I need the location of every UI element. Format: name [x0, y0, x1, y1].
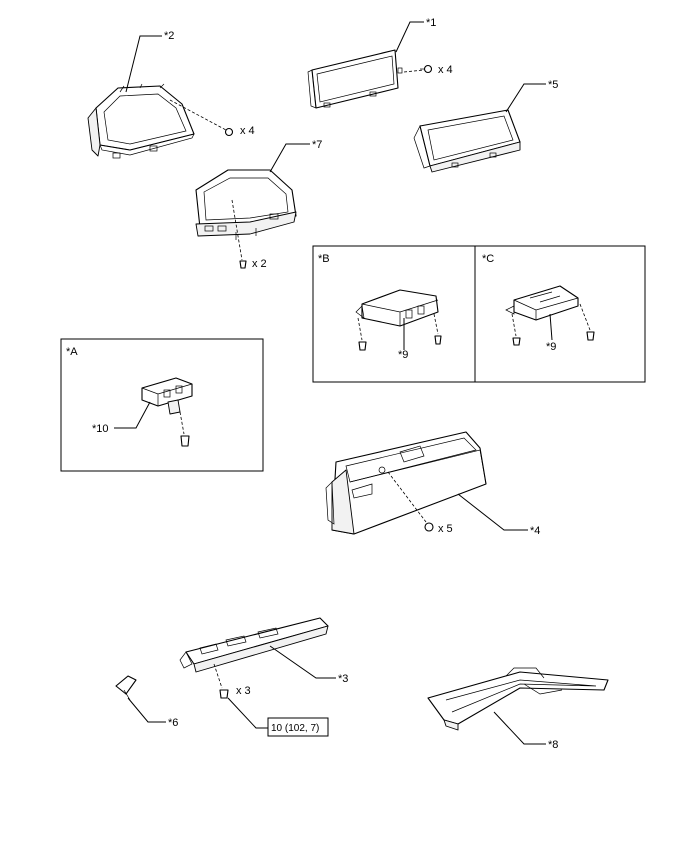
box-a-frame [60, 338, 264, 472]
part-2-meter [87, 83, 234, 159]
part-9-module-c [505, 285, 595, 346]
box-bc-frame [312, 245, 646, 383]
part-10-bracket [141, 377, 193, 447]
part-9-module-b [355, 289, 442, 351]
leader-9c [549, 313, 553, 341]
label-3: *3 [338, 673, 348, 685]
leader-1 [395, 21, 424, 53]
leader-2 [125, 35, 162, 93]
part-3-lower-panel [179, 617, 329, 699]
box-b-label: *B [318, 253, 330, 265]
label-7: *7 [312, 139, 322, 151]
leader-3 [269, 645, 336, 679]
part-5-bezel [413, 109, 521, 173]
part-6-clip [115, 675, 137, 701]
part-7-hood [195, 169, 297, 269]
box-a-label: *A [66, 346, 78, 358]
leader-6 [127, 697, 166, 723]
label-4: *4 [530, 525, 540, 537]
leader-7 [269, 143, 310, 173]
qty-1: x 4 [438, 64, 453, 76]
leader-torque [227, 697, 268, 729]
label-10: *10 [92, 423, 109, 435]
part-1-display [307, 49, 433, 109]
qty-4: x 5 [438, 523, 453, 535]
label-9b: *9 [398, 349, 408, 361]
leader-4 [457, 493, 528, 531]
label-5: *5 [548, 79, 558, 91]
label-2: *2 [164, 30, 174, 42]
leader-10 [114, 401, 151, 429]
box-c-label: *C [482, 253, 494, 265]
qty-7: x 2 [252, 258, 267, 270]
leader-8 [493, 711, 546, 745]
label-1: *1 [426, 17, 436, 29]
part-4-glovebox [325, 431, 487, 535]
qty-3: x 3 [236, 685, 251, 697]
torque-spec: 10 (102, 7) [271, 723, 319, 734]
torque-box [267, 717, 329, 737]
label-9c: *9 [546, 341, 556, 353]
label-8: *8 [548, 739, 558, 751]
leader-5 [505, 83, 546, 113]
qty-2: x 4 [240, 125, 255, 137]
part-8-lower-tray [427, 667, 609, 731]
label-6: *6 [168, 717, 178, 729]
